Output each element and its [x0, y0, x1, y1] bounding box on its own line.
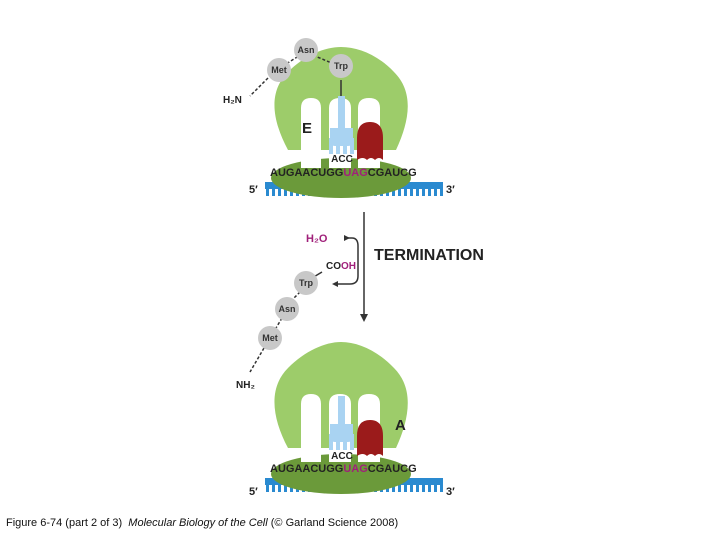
- termination-step: H₂O COOH TERMINATION Trp Asn Met NH₂: [236, 212, 484, 391]
- mrna-tooth: [422, 485, 425, 492]
- mrna-tooth: [266, 189, 269, 196]
- mrna-tooth: [266, 485, 269, 492]
- mrna-tooth: [410, 189, 413, 196]
- mrna-tooth: [428, 485, 431, 492]
- top-release-factor: [357, 122, 383, 160]
- water-label: H₂O: [306, 233, 328, 245]
- mrna-tooth: [416, 189, 419, 196]
- mrna-tooth: [284, 485, 287, 492]
- bottom-five-prime: 5′: [249, 486, 258, 498]
- top-aa-label: Met: [271, 65, 287, 75]
- mrna-tooth: [392, 485, 395, 492]
- mrna-tooth: [392, 189, 395, 196]
- caption-prefix: Figure 6-74 (part 2 of 3): [6, 517, 123, 529]
- mrna-tooth: [404, 485, 407, 492]
- bottom-mrna-sequence: AUGAACUGGUAGCGAUCG: [270, 463, 417, 475]
- mrna-tooth: [410, 485, 413, 492]
- amino-acid-trp: [329, 54, 353, 78]
- top-site-label: E: [302, 120, 312, 137]
- mrna-tooth: [428, 189, 431, 196]
- released-n-terminus: NH₂: [236, 380, 255, 391]
- top-three-prime: 3′: [446, 184, 455, 196]
- mrna-tooth: [290, 189, 293, 196]
- mrna-tooth: [434, 189, 437, 196]
- mrna-tooth: [422, 189, 425, 196]
- bottom-release-factor: [357, 420, 383, 456]
- bottom-three-prime: 3′: [446, 486, 455, 498]
- termination-label: TERMINATION: [374, 247, 484, 264]
- mrna-tooth: [440, 485, 443, 492]
- mrna-tooth: [440, 189, 443, 196]
- mrna-tooth: [278, 485, 281, 492]
- mrna-tooth: [290, 485, 293, 492]
- mrna-tooth: [272, 189, 275, 196]
- mrna-tooth: [416, 485, 419, 492]
- bottom-trna: [329, 396, 354, 450]
- bottom-anticodon: ACC: [331, 451, 353, 462]
- bottom-small-subunit: [271, 454, 411, 494]
- caption-book: Molecular Biology of the Cell: [128, 517, 268, 529]
- top-trna: [329, 96, 354, 154]
- top-anticodon: ACC: [331, 154, 353, 165]
- bottom-site-label: A: [395, 417, 406, 434]
- top-aa-label: Trp: [334, 61, 349, 71]
- top-n-terminus: H₂N: [223, 95, 242, 106]
- mrna-tooth: [404, 189, 407, 196]
- top-peptide: Asn Met Trp H₂N: [223, 38, 353, 106]
- released-aa-label: Asn: [278, 304, 295, 314]
- bottom-ribosome: A ACC AUGAACUGGUAGCGAUCG 5′ 3′: [249, 342, 455, 498]
- amino-acid-met: [258, 326, 282, 350]
- figure-caption: Figure 6-74 (part 2 of 3) Molecular Biol…: [6, 517, 398, 529]
- mrna-tooth: [284, 189, 287, 196]
- released-aa-label: Trp: [299, 278, 314, 288]
- amino-acid-met: [267, 58, 291, 82]
- amino-acid-trp: [294, 271, 318, 295]
- mrna-tooth: [434, 485, 437, 492]
- amino-acid-asn: [294, 38, 318, 62]
- top-ribosome: Asn Met Trp H₂N E ACC AUGAACUGGUAGCGAUCG…: [223, 38, 455, 198]
- top-mrna-sequence: AUGAACUGGUAGCGAUCG: [270, 167, 417, 179]
- released-aa-label: Met: [262, 333, 278, 343]
- top-aa-label: Asn: [297, 45, 314, 55]
- caption-suffix: (© Garland Science 2008): [270, 517, 399, 529]
- mrna-tooth: [278, 189, 281, 196]
- mrna-tooth: [398, 485, 401, 492]
- mrna-tooth: [398, 189, 401, 196]
- top-five-prime: 5′: [249, 184, 258, 196]
- mrna-tooth: [272, 485, 275, 492]
- amino-acid-asn: [275, 297, 299, 321]
- carboxyl-label: COOH: [326, 261, 356, 272]
